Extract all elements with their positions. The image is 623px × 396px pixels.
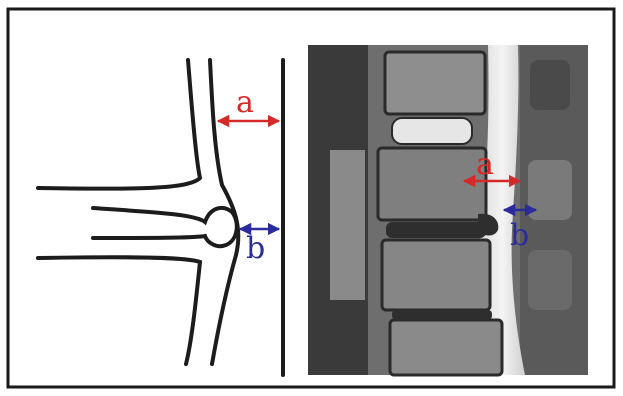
label-b-diagram: b xyxy=(246,231,265,266)
nerve-root-outer-upper xyxy=(38,60,200,189)
label-a-mri: a xyxy=(476,147,494,182)
nerve-root-outer-lower xyxy=(38,257,200,364)
disc-bulge-outline xyxy=(93,208,237,246)
label-a-diagram: a xyxy=(236,85,254,120)
label-b-mri: b xyxy=(510,218,529,253)
mri-image xyxy=(308,45,588,375)
